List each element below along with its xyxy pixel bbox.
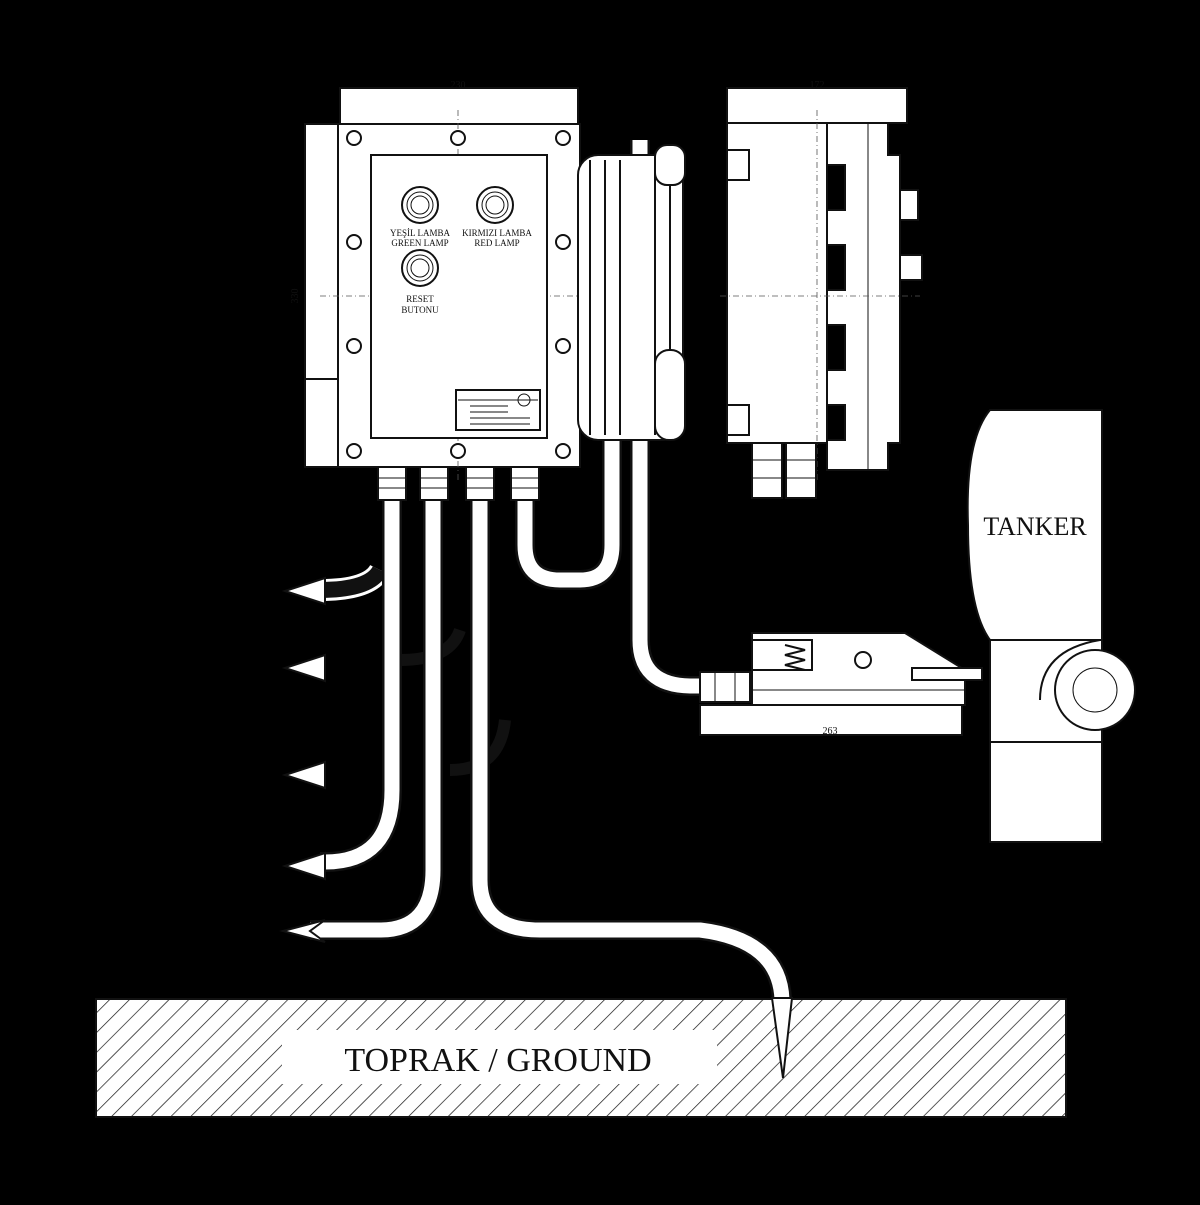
side-cable-gland (751, 442, 783, 499)
arrow-left-icon (281, 653, 326, 683)
control-box-side: 172 (720, 80, 923, 499)
side-cable-gland (785, 442, 817, 499)
tanker-fender (1039, 639, 1101, 701)
bolt-icon (346, 443, 362, 459)
dim-clamp-length: 263 (823, 726, 838, 737)
side-box-connector (899, 254, 923, 281)
tanker-label: TANKER (983, 512, 1087, 541)
dim-front-height: 330 (290, 289, 301, 304)
red-lamp-label-en: RED LAMP (474, 238, 519, 248)
arrow-left-icon (281, 576, 326, 606)
dim-side-width: 172 (810, 80, 825, 91)
panel-bolts (346, 130, 571, 459)
control-box-front: 230 330 YEŞİL LAMBA GREEN LAM (290, 80, 590, 501)
bolt-icon (346, 130, 362, 146)
spring-icon (784, 644, 806, 671)
ground-label: TOPRAK / GROUND (344, 1042, 651, 1079)
bolt-icon (555, 443, 571, 459)
bolt-icon (346, 234, 362, 250)
bolt-icon (450, 443, 466, 459)
bolt-icon (555, 234, 571, 250)
arrow-left-icon (281, 851, 326, 881)
tanker-lower-body (989, 741, 1103, 843)
coiled-cable (577, 144, 686, 441)
tanker: TANKER (966, 409, 1136, 843)
bolt-icon (346, 338, 362, 354)
red-lamp-label-tr: KIRMIZI LAMBA (462, 228, 532, 238)
green-lamp-label-en: GREEN LAMP (391, 238, 448, 248)
green-lamp-label-tr: YEŞİL LAMBA (390, 228, 450, 238)
arrow-right-input-icon (279, 919, 326, 943)
cable-bundle (310, 140, 792, 1001)
reset-button-label-en: BUTONU (401, 305, 439, 315)
ground-block: TOPRAK / GROUND (95, 998, 1067, 1118)
grounding-clamp: 263 (699, 632, 983, 737)
red-lamp (476, 186, 514, 224)
cable-glands (377, 466, 540, 501)
bolt-icon (555, 130, 571, 146)
bolt-icon (450, 130, 466, 146)
reset-button-label-tr: RESET (406, 294, 434, 304)
nameplate (455, 389, 541, 431)
clamp-cable-gland (699, 671, 751, 703)
green-lamp (401, 186, 439, 224)
ground-spike-icon (770, 997, 794, 1079)
output-arrows (279, 576, 326, 943)
tanker-wheel (1054, 649, 1136, 731)
arrow-left-icon (281, 760, 326, 790)
reset-button (401, 249, 439, 287)
side-box-connector (899, 189, 919, 221)
dim-front-width: 230 (451, 80, 466, 91)
bolt-icon (555, 338, 571, 354)
